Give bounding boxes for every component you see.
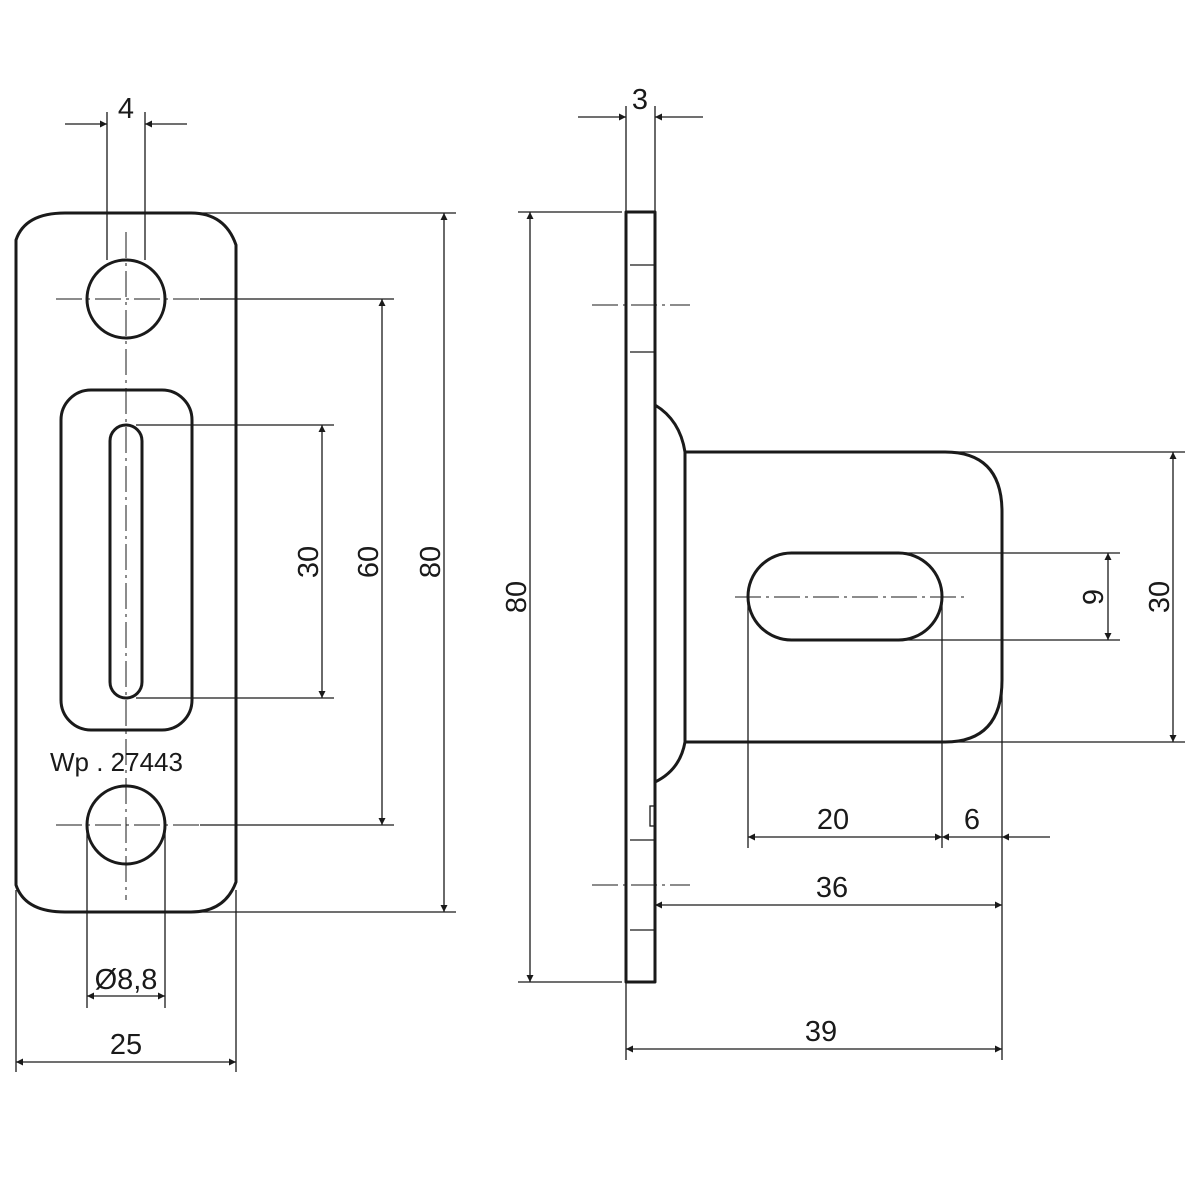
- dim-side-tongue-length: 36: [816, 872, 848, 904]
- dim-side-overall-length: 39: [805, 1016, 837, 1048]
- dim-side-slot-end: 6: [964, 804, 980, 836]
- side-view: 3 80 30 9 20 6 36 39: [501, 84, 1185, 1060]
- dim-side-slot-width: 9: [1078, 589, 1110, 605]
- dim-front-hole-pitch: 60: [353, 546, 385, 578]
- dim-side-slot-length: 20: [817, 804, 849, 836]
- dim-front-width: 25: [110, 1029, 142, 1061]
- side-plate: [624, 210, 657, 984]
- dim-front-height: 80: [415, 546, 447, 578]
- front-view: Wp . 27443 4 30 60 80 Ø8,8 25: [14, 93, 456, 1072]
- dim-front-hole-diameter: Ø8,8: [95, 964, 158, 996]
- dim-front-hole-spacing: 4: [118, 93, 134, 125]
- front-plate-outline: [14, 211, 238, 914]
- dim-side-tongue-height: 30: [1144, 581, 1176, 613]
- dim-side-height: 80: [501, 581, 533, 613]
- dim-side-thickness: 3: [632, 84, 648, 116]
- dim-front-slot-length: 30: [293, 546, 325, 578]
- part-label: Wp . 27443: [50, 747, 183, 777]
- side-tongue: [654, 403, 1004, 784]
- front-inner-slot: [108, 423, 144, 700]
